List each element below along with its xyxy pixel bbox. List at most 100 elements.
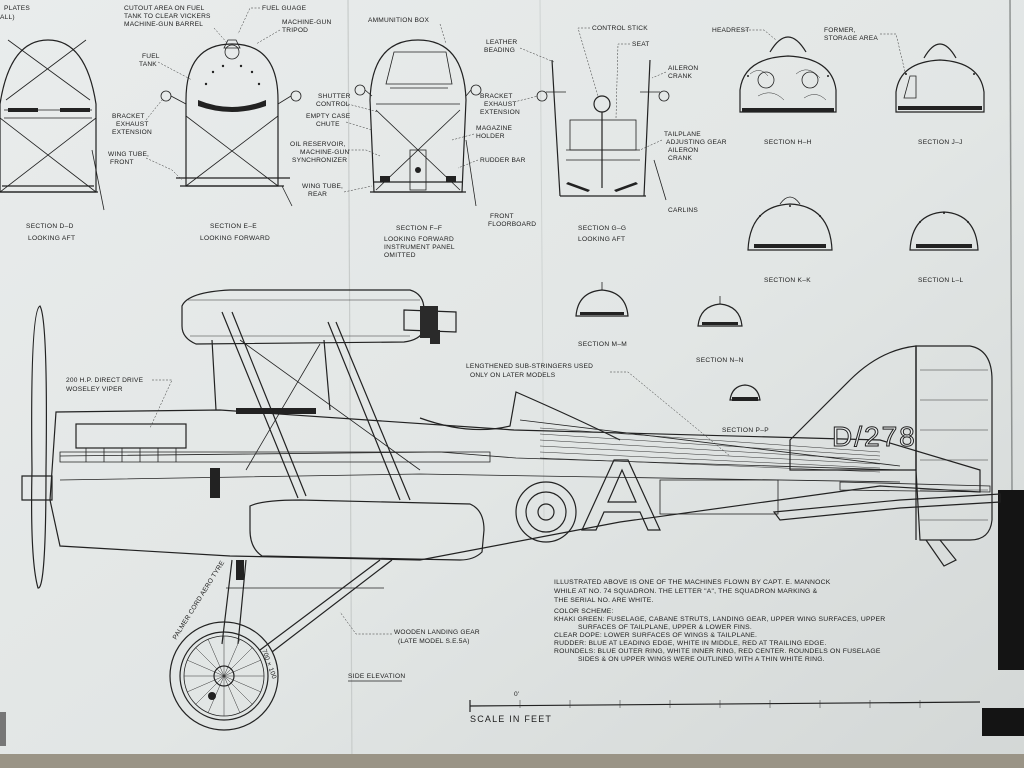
- callout-bracket-r-3: EXTENSION: [480, 109, 520, 116]
- callout-shutter-2: CONTROL: [316, 101, 350, 108]
- callout-cutout-1: CUTOUT AREA ON FUEL: [124, 5, 205, 12]
- fold-line: [347, 0, 353, 768]
- section-ff-sub: LOOKING FORWARD: [384, 236, 454, 243]
- callout-former-1: FORMER,: [824, 27, 856, 34]
- section-pp-title: SECTION P–P: [722, 427, 769, 434]
- edge-block: [998, 490, 1024, 670]
- callout-carlins: CARLINS: [668, 207, 698, 214]
- callout-bracket-r-1: BRACKET: [480, 93, 513, 100]
- edge-block: [982, 708, 1024, 736]
- callout-landing-1: WOODEN LANDING GEAR: [394, 629, 480, 636]
- callout-empty-case-2: CHUTE: [316, 121, 340, 128]
- section-ff-sub2: INSTRUMENT PANEL: [384, 244, 455, 251]
- section-kk-drawing: [747, 196, 833, 251]
- note-line-6: KHAKI GREEN: FUSELAGE, CABANE STRUTS, LA…: [554, 616, 885, 623]
- note-line-1: ILLUSTRATED ABOVE IS ONE OF THE MACHINES…: [554, 579, 831, 586]
- section-ff-sub3: OMITTED: [384, 252, 416, 259]
- scale-zero: 0': [514, 691, 519, 698]
- callout-mg-tripod-2: TRIPOD: [282, 27, 308, 34]
- callout-oil-2: MACHINE-GUN: [300, 149, 349, 156]
- note-line-10: ROUNDELS: BLUE OUTER RING, WHITE INNER R…: [554, 648, 881, 655]
- callout-headrest: HEADREST: [712, 27, 750, 34]
- section-ff-drawing: [354, 39, 482, 207]
- callout-rudder-bar: RUDDER BAR: [480, 157, 526, 164]
- section-jj-drawing: [895, 43, 985, 113]
- callout-cutout-2: TANK TO CLEAR VICKERS: [124, 13, 211, 20]
- callout-wing-tube-front-1: WING TUBE,: [108, 151, 149, 158]
- callout-bracket-3: EXTENSION: [112, 129, 152, 136]
- section-hh-drawing: [739, 36, 837, 113]
- callout-plates-cut: ALL): [0, 14, 15, 21]
- callout-bracket-r-2: EXHAUST: [484, 101, 517, 108]
- callout-leather-1: LEATHER: [486, 39, 517, 46]
- callout-stringers-1: LENGTHENED SUB-STRINGERS USED: [466, 363, 593, 370]
- section-kk-title: SECTION K–K: [764, 277, 811, 284]
- section-nn-drawing: [697, 296, 743, 327]
- section-pp-drawing: [729, 384, 761, 401]
- fold-line: [539, 0, 545, 521]
- squadron-letter-a: [581, 459, 661, 531]
- callout-aileron-1: AILERON: [668, 65, 698, 72]
- wheel: [169, 621, 279, 731]
- section-jj-title: SECTION J–J: [918, 139, 963, 146]
- fuselage-roundel: [515, 481, 577, 543]
- callout-mg-tripod-1: MACHINE-GUN: [282, 19, 331, 26]
- section-ff-title: SECTION F–F: [396, 225, 442, 232]
- section-gg-drawing: [536, 59, 670, 201]
- side-elevation-title: SIDE ELEVATION: [348, 673, 405, 680]
- callout-wing-tube-front-2: FRONT: [110, 159, 134, 166]
- note-line-8: CLEAR DOPE: LOWER SURFACES OF WINGS & TA…: [554, 632, 757, 639]
- callout-aileron-2: CRANK: [668, 73, 692, 80]
- sheet-edge: [1009, 0, 1013, 491]
- callout-aileron-crank-1: AILERON: [668, 147, 698, 154]
- propeller: [31, 305, 47, 589]
- section-ll-title: SECTION L–L: [918, 277, 963, 284]
- callout-aileron-crank-2: CRANK: [668, 155, 692, 162]
- callout-fuel-gauge: FUEL GUAGE: [262, 5, 307, 12]
- callout-magazine-1: MAGAZINE: [476, 125, 512, 132]
- callout-front-floor-2: FLOORBOARD: [488, 221, 536, 228]
- section-dd-drawing: [0, 39, 105, 211]
- note-line-11: SIDES & ON UPPER WINGS WERE OUTLINED WIT…: [578, 656, 825, 663]
- callout-bracket-2: EXHAUST: [116, 121, 149, 128]
- callout-ammo-box: AMMUNITION BOX: [368, 17, 429, 24]
- callout-engine-1: 200 H.P. DIRECT DRIVE: [66, 377, 144, 384]
- callout-fuel-tank-2: TANK: [139, 61, 157, 68]
- notes-block: ILLUSTRATED ABOVE IS ONE OF THE MACHINES…: [554, 579, 885, 663]
- lower-wing: [249, 499, 485, 561]
- callout-shutter-1: SHUTTER: [318, 93, 351, 100]
- floor-strip: [0, 754, 1024, 768]
- callout-front-floor-1: FRONT: [490, 213, 514, 220]
- section-ee-title: SECTION E–E: [210, 223, 257, 230]
- edge-artifact: [0, 712, 6, 746]
- section-ll-drawing: [909, 211, 979, 251]
- note-line-7: SURFACES OF TAILPLANE, UPPER & LOWER FIN…: [578, 624, 752, 631]
- section-ee-drawing: [160, 39, 302, 207]
- callout-plates: PLATES: [4, 5, 30, 12]
- rudder: [915, 345, 993, 541]
- section-hh-title: SECTION H–H: [764, 139, 812, 146]
- callout-engine-2: WOSELEY VIPER: [66, 386, 123, 393]
- serial-number: D/278: [832, 421, 917, 452]
- callout-magazine-2: HOLDER: [476, 133, 505, 140]
- callout-control-stick: CONTROL STICK: [592, 25, 648, 32]
- section-nn-title: SECTION N–N: [696, 357, 744, 364]
- section-gg-sub: LOOKING AFT: [578, 236, 625, 243]
- callout-wing-tube-rear-1: WING TUBE,: [302, 183, 343, 190]
- callout-stringers-2: ONLY ON LATER MODELS: [470, 372, 556, 379]
- callout-bracket-1: BRACKET: [112, 113, 145, 120]
- callout-oil-3: SYNCHRONIZER: [292, 157, 347, 164]
- section-mm-title: SECTION M–M: [578, 341, 627, 348]
- section-dd-title: SECTION D–D: [26, 223, 74, 230]
- callout-tailplane-2: ADJUSTING GEAR: [666, 139, 727, 146]
- callout-landing-2: (LATE MODEL S.E.5A): [398, 638, 470, 645]
- callout-cutout-3: MACHINE-GUN BARREL: [124, 21, 203, 28]
- scale-title: SCALE IN FEET: [470, 714, 552, 724]
- section-ee-sub: LOOKING FORWARD: [200, 235, 270, 242]
- section-gg-title: SECTION G–G: [578, 225, 626, 232]
- scale-bar: [469, 700, 981, 712]
- callout-fuel-tank-1: FUEL: [142, 53, 160, 60]
- callout-tailplane-1: TAILPLANE: [664, 131, 701, 138]
